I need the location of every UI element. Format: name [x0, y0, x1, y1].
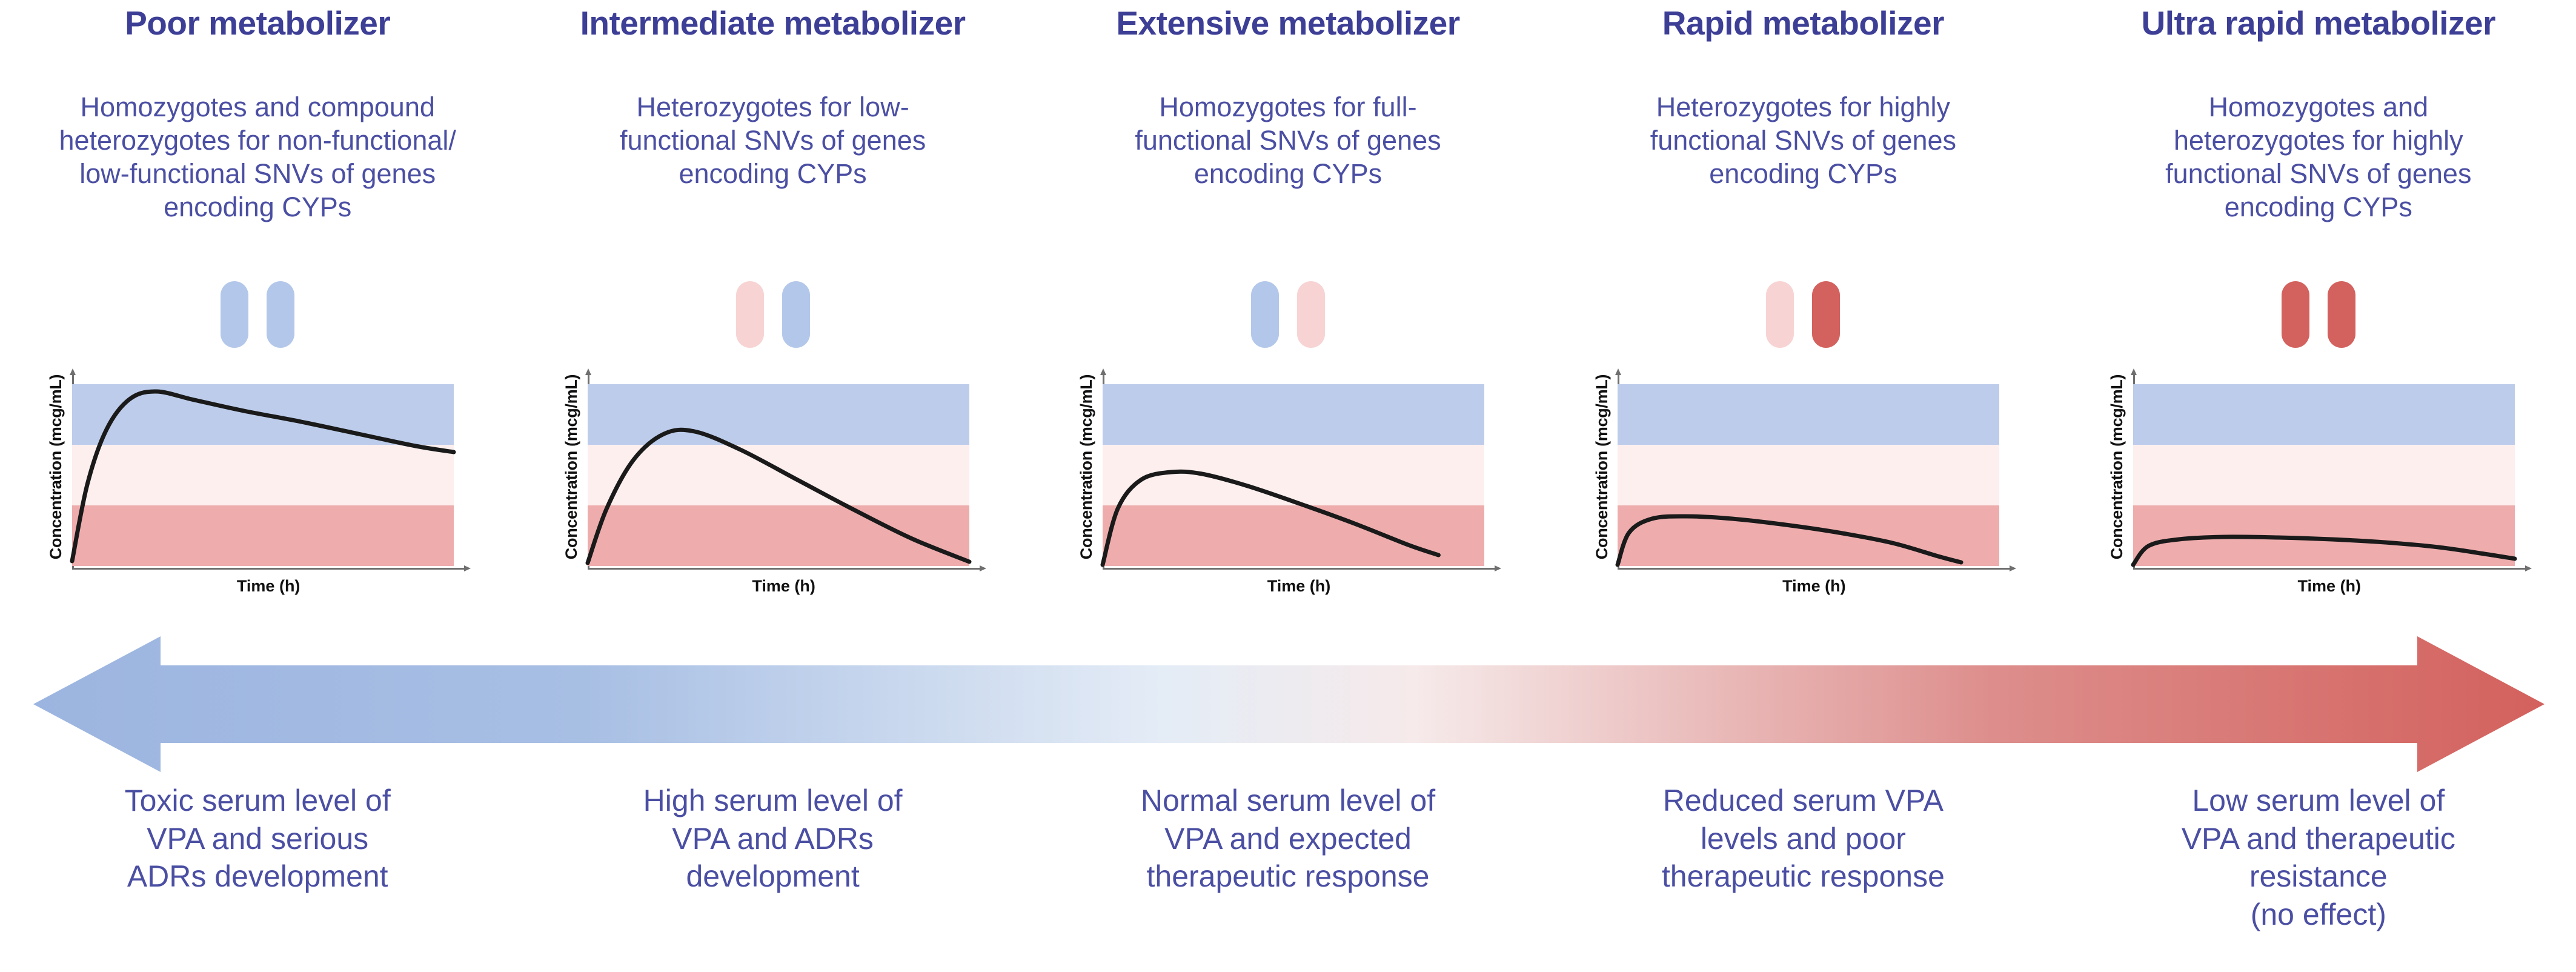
- band-therapeutic: [587, 444, 969, 505]
- band-subtherapeutic: [2133, 505, 2515, 566]
- band-toxic: [1618, 384, 2000, 445]
- pill-icon: [1812, 281, 1841, 348]
- concentration-curve: [72, 384, 454, 566]
- plot-area: [1103, 384, 1484, 566]
- column-title: Rapid metabolizer: [1662, 4, 1945, 42]
- genotype-pills: [2061, 281, 2576, 348]
- column-title: Extensive metabolizer: [1116, 4, 1460, 42]
- x-axis-label: Time (h): [752, 577, 815, 595]
- x-axis-label: Time (h): [1782, 577, 1846, 595]
- band-toxic: [1102, 384, 1484, 445]
- pill-icon: [2281, 281, 2309, 348]
- band-subtherapeutic: [1102, 505, 1484, 566]
- outcome-caption: Reduced serum VPA levels and poor therap…: [1661, 784, 1945, 893]
- plot-area: [1618, 384, 2000, 566]
- x-axis: [1102, 565, 1501, 571]
- band-toxic: [587, 384, 969, 445]
- column-rapid-metabolizer: Rapid metabolizer Heterozygotes for high…: [1545, 0, 2060, 972]
- column-description: Homozygotes and heterozygotes for highly…: [2165, 92, 2472, 222]
- band-therapeutic: [1618, 444, 2000, 505]
- plot-area: [2133, 384, 2515, 566]
- x-axis: [587, 565, 986, 571]
- column-title: Ultra rapid metabolizer: [2141, 4, 2496, 42]
- band-therapeutic: [2133, 444, 2515, 505]
- concentration-chart: Concentration (mcg/mL) Time (h): [1031, 364, 1545, 606]
- genotype-pills: [1545, 281, 2060, 348]
- x-axis-label: Time (h): [236, 577, 300, 595]
- genotype-pills: [1031, 281, 1545, 348]
- concentration-curve: [1103, 384, 1484, 566]
- x-axis-label: Time (h): [2297, 577, 2362, 595]
- column-description: Heterozygotes for highly functional SNVs…: [1650, 92, 1957, 189]
- outcome-caption: Low serum level of VPA and therapeutic r…: [2181, 784, 2455, 931]
- concentration-chart: Concentration (mcg/mL) Time (h): [1545, 364, 2060, 606]
- pill-icon: [2327, 281, 2355, 348]
- pill-icon: [1766, 281, 1794, 348]
- y-axis-label: Concentration (mcg/mL): [47, 374, 65, 559]
- pill-icon: [1296, 281, 1325, 348]
- column-extensive-metabolizer: Extensive metabolizer Homozygotes for fu…: [1031, 0, 1545, 972]
- metabolizer-spectrum-arrow: [0, 630, 2576, 782]
- pill-icon: [782, 281, 810, 348]
- column-title: Poor metabolizer: [125, 4, 391, 42]
- column-title: Intermediate metabolizer: [580, 4, 966, 42]
- outcome-captions: Toxic serum level of VPA and serious ADR…: [0, 782, 2576, 972]
- column-description: Homozygotes and compound heterozygotes f…: [59, 92, 456, 222]
- plot-area: [588, 384, 969, 566]
- x-axis-label: Time (h): [1267, 577, 1331, 595]
- genotype-pills: [515, 281, 1030, 348]
- x-axis: [72, 565, 471, 571]
- band-toxic: [2133, 384, 2515, 445]
- x-axis: [1618, 565, 2017, 571]
- genotype-pills: [0, 281, 515, 348]
- pill-icon: [221, 281, 249, 348]
- y-axis-label: Concentration (mcg/mL): [562, 374, 581, 559]
- y-axis-label: Concentration (mcg/mL): [2108, 374, 2126, 559]
- plot-area: [72, 384, 454, 566]
- concentration-chart: Concentration (mcg/mL) Time (h): [0, 364, 515, 606]
- band-therapeutic: [72, 444, 454, 505]
- y-axis-label: Concentration (mcg/mL): [1077, 374, 1096, 559]
- pill-icon: [735, 281, 764, 348]
- band-therapeutic: [1102, 444, 1484, 505]
- band-subtherapeutic: [72, 505, 454, 566]
- concentration-curve: [1618, 384, 1999, 566]
- pill-icon: [267, 281, 295, 348]
- column-intermediate-metabolizer: Intermediate metabolizer Heterozygotes f…: [515, 0, 1030, 972]
- concentration-chart: Concentration (mcg/mL) Time (h): [515, 364, 1030, 606]
- column-poor-metabolizer: Poor metabolizer Homozygotes and compoun…: [0, 0, 515, 972]
- y-axis-label: Concentration (mcg/mL): [1592, 374, 1611, 559]
- concentration-curve: [588, 384, 969, 566]
- column-description: Heterozygotes for low- functional SNVs o…: [619, 92, 926, 189]
- arrow-shape: [33, 636, 2544, 772]
- concentration-curve: [2133, 384, 2515, 566]
- outcome-caption: Normal serum level of VPA and expected t…: [1140, 784, 1436, 893]
- column-description: Homozygotes for full- functional SNVs of…: [1135, 92, 1441, 189]
- pill-icon: [1250, 281, 1279, 348]
- column-ultra-rapid-metabolizer: Ultra rapid metabolizer Homozygotes and …: [2061, 0, 2576, 972]
- outcome-caption: High serum level of VPA and ADRs develop…: [643, 784, 903, 893]
- outcome-caption: Toxic serum level of VPA and serious ADR…: [124, 784, 391, 893]
- x-axis: [2133, 565, 2532, 571]
- concentration-chart: Concentration (mcg/mL) Time (h): [2061, 364, 2576, 606]
